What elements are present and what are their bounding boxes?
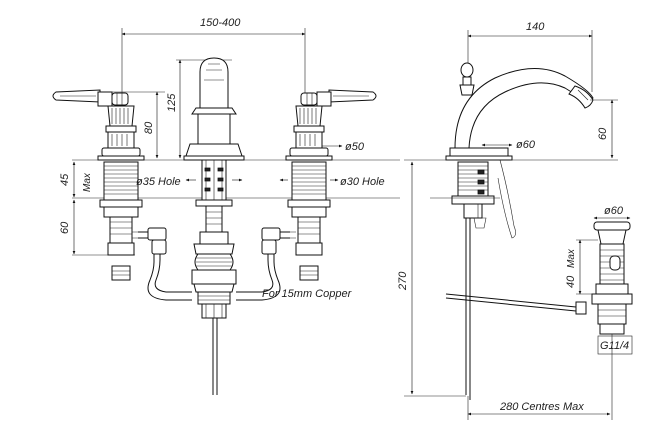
label-hole-30: ø30 Hole <box>340 176 385 188</box>
dim-label-max-a: Max <box>82 172 93 192</box>
dim-label-270: 270 <box>397 271 409 291</box>
dim-label-60-spout-height: 60 <box>597 127 609 140</box>
right-lever-handle <box>285 89 377 161</box>
dim-label-80: 80 <box>143 121 155 134</box>
left-lever-handle <box>52 89 145 161</box>
label-thread-g114: G11/4 <box>600 340 629 352</box>
label-hole-35: ø35 Hole <box>136 176 181 188</box>
dim-label-o50: ø50 <box>345 141 365 153</box>
dim-label-o60-waste: ø60 <box>604 205 624 217</box>
dim-label-280-centres: 280 Centres Max <box>499 401 584 413</box>
side-spout <box>445 67 594 161</box>
left-valve-body <box>99 161 143 281</box>
dim-label-140: 140 <box>526 21 545 33</box>
side-shank <box>430 159 516 395</box>
dim-label-45: 45 <box>59 173 71 186</box>
dim-label-150-400: 150-400 <box>200 17 241 29</box>
dim-label-o60-base: ø60 <box>516 139 536 151</box>
popup-linkage <box>445 280 587 400</box>
dim-label-40: 40 <box>565 275 577 288</box>
front-view: 150-400 45 Max 60 80 125 <box>52 17 400 395</box>
dim-label-60-tail: 60 <box>59 221 71 234</box>
dim-label-125: 125 <box>166 93 178 112</box>
side-knob <box>459 62 475 96</box>
right-valve-body <box>287 161 331 281</box>
label-copper: For 15mm Copper <box>262 288 353 300</box>
centre-spout <box>183 57 245 395</box>
connecting-pipes <box>132 227 296 301</box>
dim-label-max-b: Max <box>566 248 577 268</box>
side-view: 140 60 ø60 <box>397 21 633 420</box>
waste-assembly <box>591 221 633 335</box>
